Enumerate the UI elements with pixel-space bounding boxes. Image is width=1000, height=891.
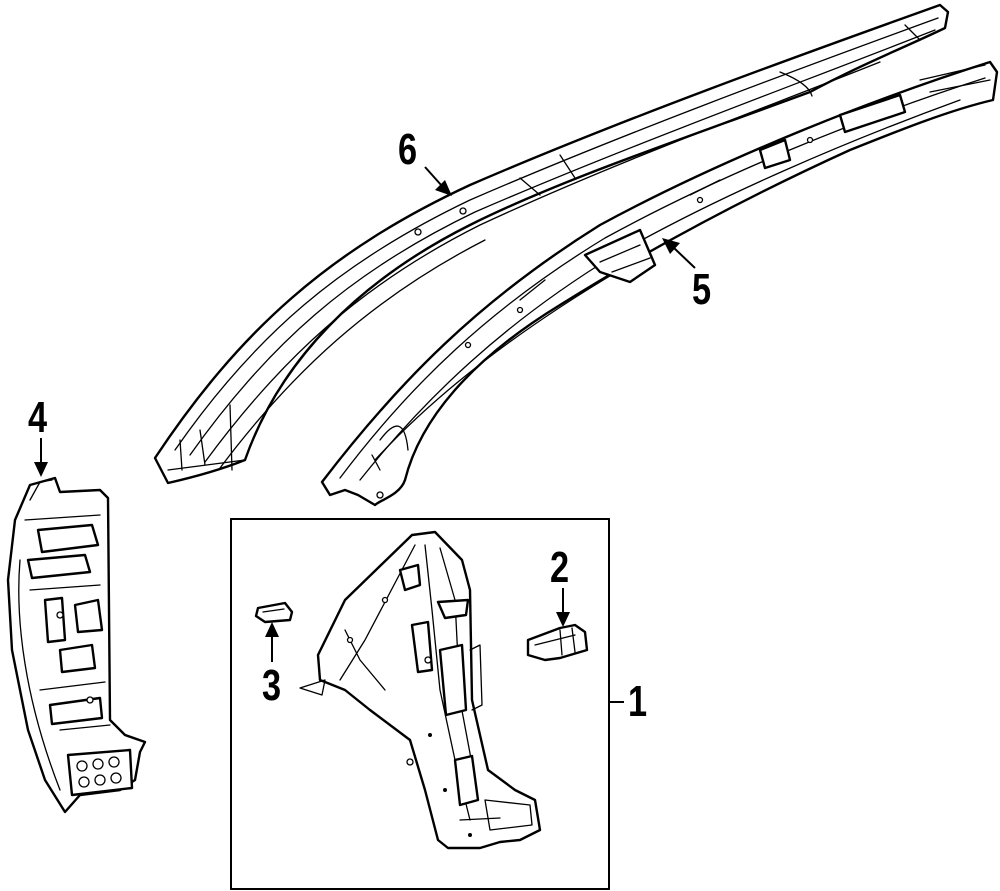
assembly-box [230, 518, 610, 890]
part-2-bracket [526, 623, 589, 662]
callout-4: 4 [28, 393, 48, 442]
part-1-pillar-inner-panel [299, 530, 542, 850]
leader-arrow-5 [662, 238, 696, 269]
part-5-roof-rail-inner [320, 60, 999, 507]
leader-arrow-2 [556, 588, 570, 627]
leader-arrow-6 [424, 166, 452, 196]
part-6-roof-rail-outer [153, 3, 950, 485]
callout-3: 3 [262, 661, 282, 710]
leader-arrow-4 [34, 438, 48, 477]
callout-2: 2 [550, 543, 570, 592]
leader-arrow-3 [265, 622, 279, 662]
callout-1: 1 [628, 677, 648, 726]
callout-6: 6 [398, 125, 418, 174]
part-4-pillar-reinforcement [6, 476, 147, 814]
part-3-clip [254, 601, 294, 624]
callout-5: 5 [692, 265, 712, 314]
